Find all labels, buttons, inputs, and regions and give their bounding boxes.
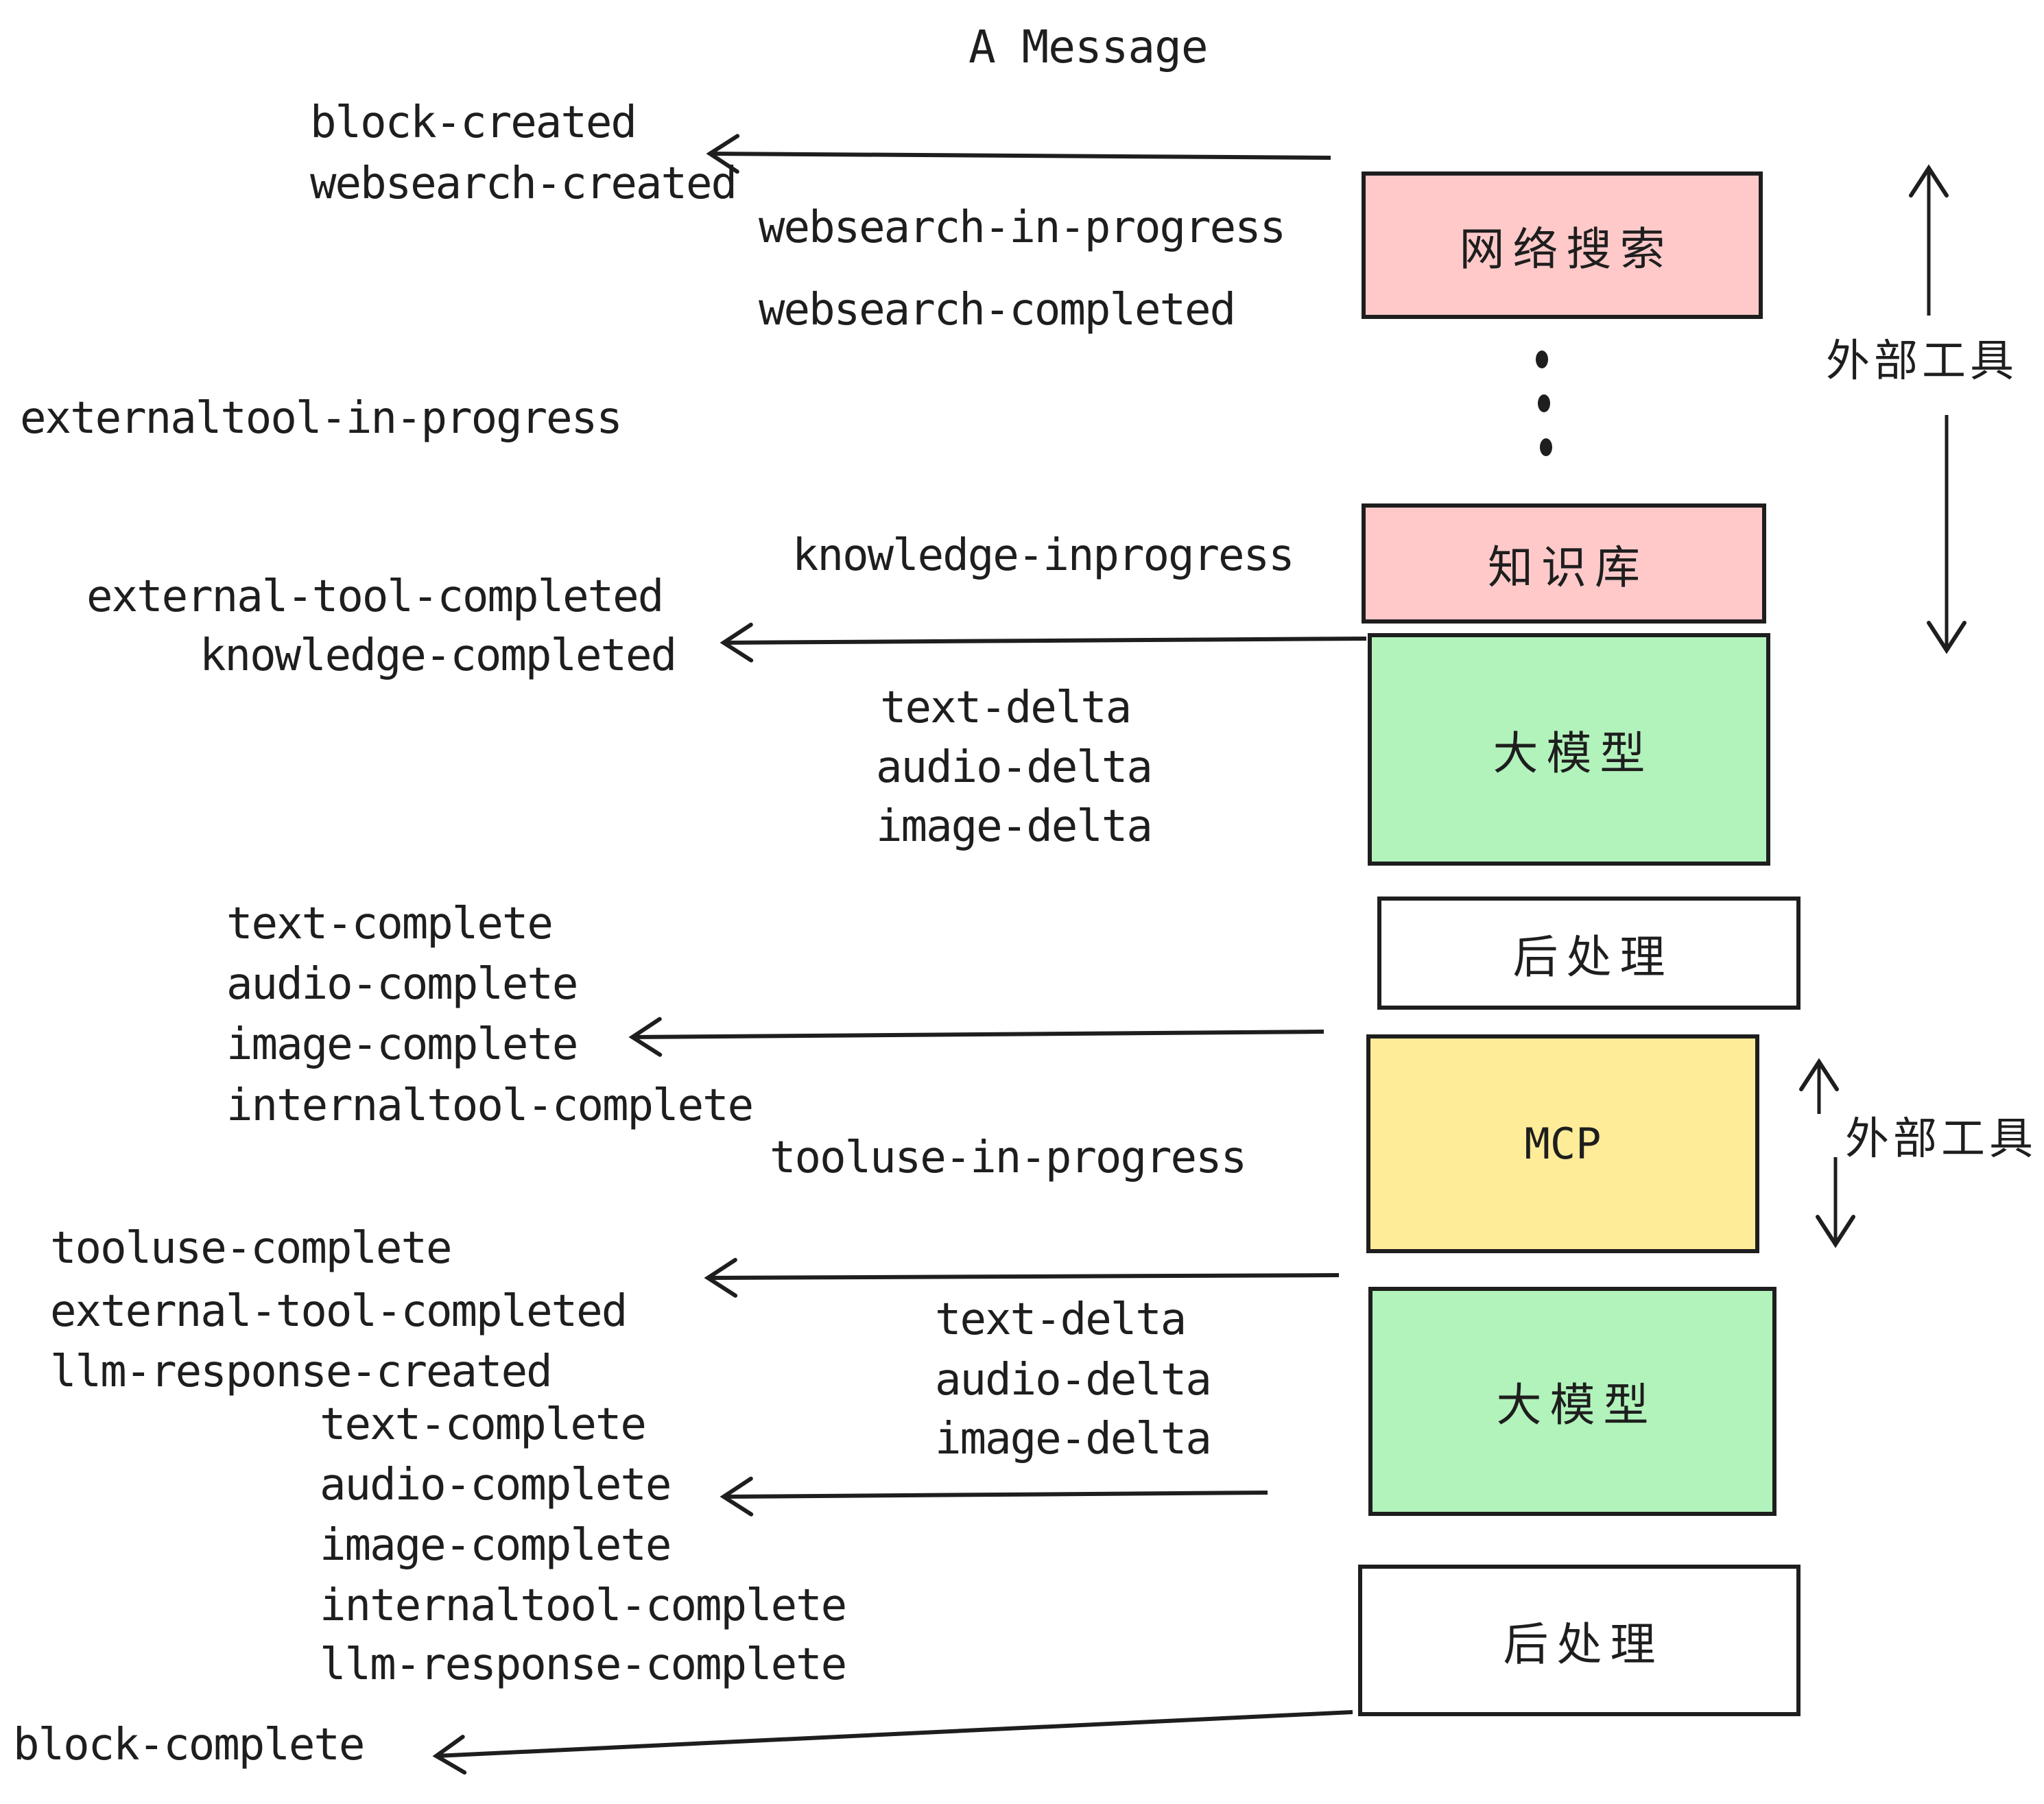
event-websearch-completed: websearch-completed bbox=[759, 285, 1236, 335]
box-postprocess-2: 后处理 bbox=[1358, 1565, 1801, 1716]
arrow-llm-complete bbox=[720, 1476, 1268, 1517]
arrow-tooluse-complete bbox=[704, 1257, 1340, 1298]
event-audio-delta-2: audio-delta bbox=[935, 1355, 1212, 1405]
event-audio-complete-1: audio-complete bbox=[226, 959, 578, 1010]
event-text-complete-2: text-complete bbox=[320, 1399, 647, 1450]
box-mcp-label: MCP bbox=[1524, 1119, 1602, 1169]
event-llm-response-created: llm-response-created bbox=[50, 1346, 553, 1397]
event-external-tool-completed-2: external-tool-completed bbox=[50, 1286, 628, 1337]
event-block-created: block-created bbox=[310, 97, 637, 148]
ellipsis-dots bbox=[1536, 351, 1552, 456]
event-text-delta-2: text-delta bbox=[935, 1294, 1187, 1345]
arrow-block-complete bbox=[432, 1710, 1353, 1775]
event-tooluse-complete: tooluse-complete bbox=[50, 1223, 452, 1274]
event-image-complete-1: image-complete bbox=[226, 1019, 578, 1070]
box-mcp: MCP bbox=[1366, 1034, 1759, 1253]
box-websearch-label: 网络搜索 bbox=[1459, 222, 1674, 276]
box-knowledge: 知识库 bbox=[1362, 503, 1766, 624]
event-image-complete-2: image-complete bbox=[320, 1520, 672, 1571]
box-llm-2-label: 大模型 bbox=[1496, 1379, 1657, 1432]
event-external-tool-completed: external-tool-completed bbox=[86, 571, 664, 622]
event-text-delta-1: text-delta bbox=[880, 683, 1132, 733]
external-tools-label-1: 外部工具 bbox=[1826, 336, 2018, 387]
event-audio-complete-2: audio-complete bbox=[320, 1460, 672, 1510]
event-block-complete: block-complete bbox=[13, 1720, 365, 1770]
event-internaltool-complete-2: internaltool-complete bbox=[320, 1580, 847, 1631]
event-websearch-in-progress: websearch-in-progress bbox=[759, 202, 1286, 253]
event-externaltool-in-progress: externaltool-in-progress bbox=[20, 393, 623, 444]
event-knowledge-completed: knowledge-completed bbox=[200, 630, 677, 681]
arrow-internal-complete bbox=[628, 1017, 1324, 1057]
box-knowledge-label: 知识库 bbox=[1488, 541, 1648, 594]
box-llm-1-label: 大模型 bbox=[1493, 726, 1654, 780]
diagram-title: A Message bbox=[968, 21, 1209, 73]
event-image-delta-2: image-delta bbox=[935, 1414, 1212, 1464]
event-tooluse-in-progress: tooluse-in-progress bbox=[770, 1132, 1247, 1183]
event-llm-response-complete: llm-response-complete bbox=[320, 1639, 847, 1690]
box-llm-1: 大模型 bbox=[1368, 633, 1770, 866]
arrow-websearch-created bbox=[706, 134, 1331, 174]
box-websearch: 网络搜索 bbox=[1362, 171, 1763, 319]
event-websearch-created: websearch-created bbox=[310, 158, 737, 209]
event-audio-delta-1: audio-delta bbox=[876, 742, 1153, 793]
box-llm-2: 大模型 bbox=[1368, 1287, 1776, 1516]
box-postprocess-2-label: 后处理 bbox=[1503, 1617, 1664, 1671]
event-image-delta-1: image-delta bbox=[876, 801, 1153, 852]
event-knowledge-inprogress: knowledge-inprogress bbox=[792, 530, 1295, 581]
arrow-knowledge-completed bbox=[720, 622, 1367, 663]
box-postprocess-1: 后处理 bbox=[1377, 897, 1801, 1010]
event-text-complete-1: text-complete bbox=[226, 899, 554, 949]
box-postprocess-1-label: 后处理 bbox=[1512, 930, 1674, 984]
event-internaltool-complete-1: internaltool-complete bbox=[226, 1080, 754, 1131]
external-tools-label-2: 外部工具 bbox=[1845, 1114, 2037, 1165]
